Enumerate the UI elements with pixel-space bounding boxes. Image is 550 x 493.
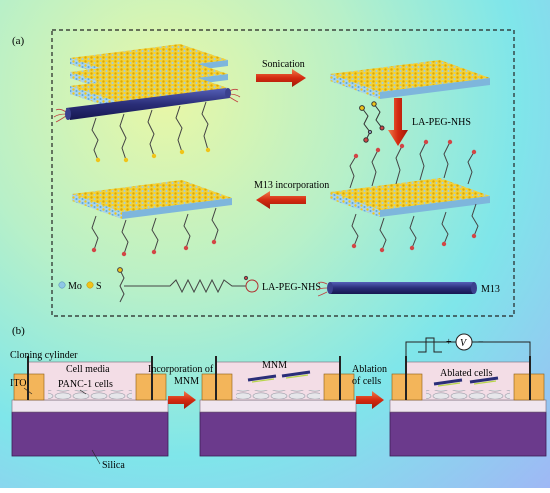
conjugate-mos2-sheet <box>72 180 232 219</box>
step2-line2: of cells <box>352 376 381 387</box>
step1-line2: MNM <box>174 376 199 387</box>
linker-tips-top <box>353 139 477 159</box>
device-1 <box>11 356 169 457</box>
mnm-particles-device3 <box>433 376 499 387</box>
la-peg-molecule-icon <box>359 101 385 143</box>
cell-media-label: Cell media <box>66 364 110 375</box>
legend-la-peg: LA-PEG-NHS <box>262 282 321 293</box>
device-3 <box>389 356 547 457</box>
surface-linkers-top <box>349 141 475 189</box>
m13-incorporation-arrow <box>256 191 306 209</box>
legend-mo: Mo <box>68 281 82 292</box>
voltage-circuit <box>405 333 531 356</box>
mnm-label: MNM <box>262 360 287 371</box>
la-peg-arrow <box>388 98 408 146</box>
step2-line1: Ablation <box>352 364 387 375</box>
panc1-label: PANC-1 cells <box>58 379 113 390</box>
la-peg-label: LA-PEG-NHS <box>412 117 471 128</box>
conjugate-linkers-bottom <box>91 207 219 255</box>
sonication-arrow <box>256 69 306 87</box>
m13-legend-icon <box>316 281 477 297</box>
m13-incorporation-label: M13 incorporation <box>254 180 329 191</box>
pulse-minus: − <box>478 337 484 348</box>
step1-arrow <box>168 391 196 409</box>
phage-linker-heads <box>95 147 211 163</box>
ito-leader <box>23 387 33 395</box>
device-2 <box>199 356 357 457</box>
s-atom-icon <box>86 281 94 289</box>
surface-linkers-bottom <box>351 203 479 251</box>
conjugate-linker-tips <box>91 239 217 257</box>
cloning-cylinder-label: Cloning cylinder <box>10 350 78 361</box>
mo-atom-icon <box>58 281 66 289</box>
ablated-cells-label: Ablated cells <box>440 368 493 379</box>
panel-a-label: (a) <box>12 35 25 47</box>
step1-line1: Incorporation of <box>148 364 214 375</box>
silica-label: Silica <box>102 460 125 471</box>
silica-leader <box>91 449 101 465</box>
m13-phage-conjugate <box>53 88 241 123</box>
la-peg-nhs-structure-icon <box>117 267 259 303</box>
panel-a-frame <box>51 29 515 317</box>
ito-label: ITO <box>10 378 26 389</box>
voltage-symbol: V <box>460 338 468 349</box>
panel-b-label: (b) <box>12 325 25 337</box>
exfoliated-mos2-sheet <box>330 60 490 99</box>
functionalized-mos2-sheet <box>330 178 490 217</box>
phage-linkers <box>91 101 209 161</box>
panc1-leader <box>79 389 87 395</box>
mnm-particles-device2 <box>247 370 311 383</box>
pulse-plus: + <box>446 337 452 348</box>
legend-s: S <box>96 281 102 292</box>
linker-tips-bottom <box>351 233 477 253</box>
legend-m13: M13 <box>481 284 500 295</box>
sonication-label: Sonication <box>262 59 305 70</box>
step2-arrow <box>356 391 384 409</box>
